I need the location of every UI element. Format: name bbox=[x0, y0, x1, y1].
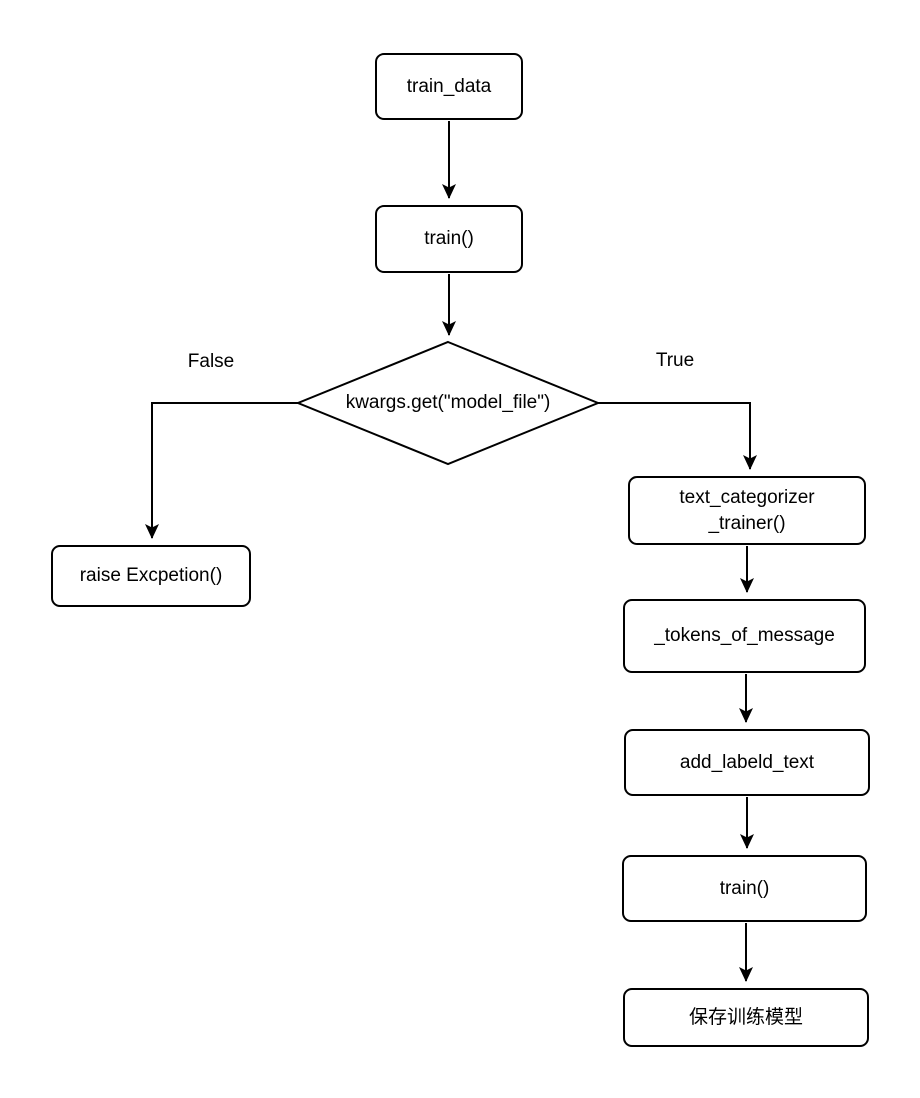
node-train-data: train_data bbox=[375, 53, 523, 120]
decision-diamond-shape bbox=[295, 340, 601, 466]
decision-label: kwargs.get("model_file") bbox=[345, 392, 551, 413]
node-text-categorizer-trainer: text_categorizer _trainer() bbox=[628, 476, 866, 545]
edge-decision-false-to-raise-exception bbox=[145, 402, 298, 539]
edge-decision-true-to-text-categorizer bbox=[598, 402, 757, 470]
node-train-second: train() bbox=[622, 855, 867, 922]
node-train-first: train() bbox=[375, 205, 523, 273]
edge-label-false: False bbox=[187, 351, 235, 372]
node-save-model: 保存训练模型 bbox=[623, 988, 869, 1047]
node-tokens-of-message: _tokens_of_message bbox=[623, 599, 866, 673]
edge-label-true: True bbox=[655, 350, 695, 371]
node-add-labeld-text: add_labeld_text bbox=[624, 729, 870, 796]
node-raise-exception: raise Excpetion() bbox=[51, 545, 251, 607]
